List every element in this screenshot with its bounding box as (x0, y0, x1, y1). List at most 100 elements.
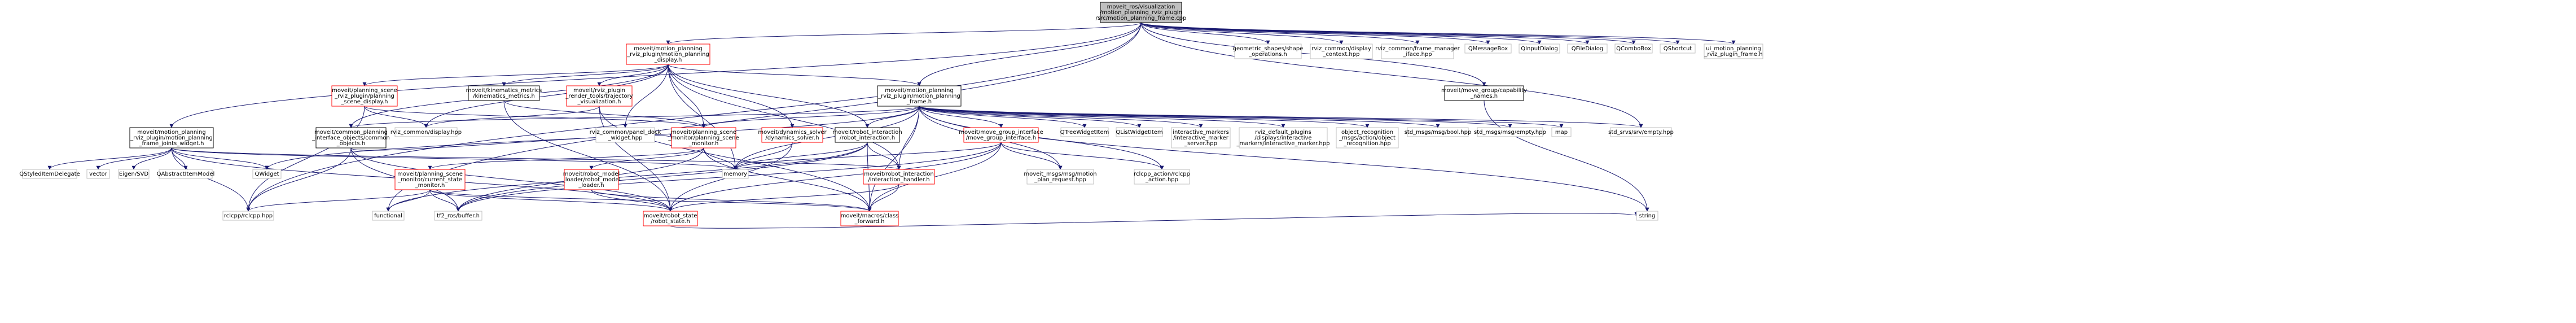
node-qstyleditemdelegate: QStyledItemDelegate (19, 169, 80, 179)
node-obj-tools[interactable]: moveit/common_planning_interface_objects… (311, 127, 390, 149)
node-class-forward[interactable]: moveit/macros/class_forward.h (840, 211, 899, 226)
node-robot-state[interactable]: moveit/robot_state/robot_state.h (643, 211, 698, 226)
node-label-line: Eigen/SVD (119, 171, 148, 177)
edge-dyn-solver-to-memory (733, 142, 793, 170)
node-label-line: _rviz_plugin/motion_planning (877, 93, 960, 99)
node-label-line: _interface_objects/common (311, 135, 390, 141)
node-label-line: _context.hpp (1323, 51, 1360, 58)
node-label-line: _rviz_plugin/motion_planning (130, 135, 213, 141)
node-label-line: rviz_common/display (1311, 46, 1371, 52)
edge-root-to-geom-shapes (1140, 22, 1270, 45)
edge-psm-to-class-forward (703, 147, 872, 212)
node-kin-metrics[interactable]: moveit/kinematics_metrics/kinematics_met… (466, 85, 542, 101)
node-box (372, 211, 405, 221)
edge-traj-vis-to-class-forward (599, 106, 872, 212)
node-label-line: QInputDialog (1521, 46, 1558, 52)
node-label-line: _markers/interactive_marker.hpp (1236, 141, 1330, 147)
edge-mp-frame-h-to-class-forward (867, 106, 920, 212)
node-csm[interactable]: moveit/planning_scene_monitor/current_st… (394, 169, 466, 190)
node-label-line: QComboBox (1616, 46, 1651, 52)
node-label-line: _frame_joints_widget.h (138, 141, 204, 147)
node-box (1381, 43, 1454, 59)
node-std-srvs: std_srvs/srv/empty.hpp (1608, 127, 1674, 137)
node-qtreewidgetitem: QTreeWidgetItem (1060, 127, 1109, 137)
node-qmessagebox: QMessageBox (1464, 43, 1512, 54)
edge-robot-int-to-tf2-buffer (456, 142, 868, 212)
node-label-line: moveit/motion_planning (137, 129, 205, 136)
node-mp-display[interactable]: moveit/motion_planning_rviz_plugin/motio… (626, 43, 710, 65)
node-interactive-markers: interactive_markers/interactive_marker_s… (1171, 127, 1231, 149)
node-label-line: _msgs/action/object (1339, 135, 1395, 141)
edge-mp-display-to-panel-dock (623, 64, 669, 128)
node-label-line: QFileDialog (1572, 46, 1603, 52)
node-box (840, 211, 899, 226)
node-rclcpp: rclcpp/rclcpp.hpp (222, 211, 274, 221)
node-label-line: QShortcut (1664, 46, 1692, 52)
node-move-group-iface[interactable]: moveit/move_group_interface/move_group_i… (959, 127, 1043, 143)
node-box (566, 85, 633, 107)
node-robot-int[interactable]: moveit/robot_interaction/robot_interacti… (832, 127, 902, 143)
edge-root-to-qcombobox (1140, 22, 1636, 45)
edge-mp-frame-h-to-move-group-iface (919, 106, 1003, 128)
node-box (626, 43, 710, 65)
node-string: string (1636, 211, 1658, 221)
node-label-line: interactive_markers (1173, 129, 1229, 136)
node-box (761, 127, 823, 143)
edge-psd-to-rviz-displayhpp (364, 106, 428, 128)
node-label-line: moveit/planning_scene (671, 129, 736, 136)
node-box (331, 85, 398, 107)
node-dyn-solver[interactable]: moveit/dynamics_solver/dynamics_solver.h (758, 127, 827, 143)
node-label-line: /robot_state.h (651, 219, 690, 225)
node-mp-frame-h[interactable]: moveit/motion_planning_rviz_plugin/motio… (877, 85, 962, 107)
node-root[interactable]: moveit_ros/visualization/motion_planning… (1096, 2, 1187, 23)
node-label-line: moveit/robot_interaction (832, 129, 902, 136)
node-rml[interactable]: moveit/robot_model_loader/robot_model_lo… (562, 169, 621, 190)
node-label-line: _frame.h (906, 99, 932, 105)
node-int-handler[interactable]: moveit/robot_interaction/interaction_han… (863, 169, 935, 185)
edge-mp-display-to-dyn-solver (668, 64, 795, 128)
edge-root-to-rclcpp (246, 22, 1142, 212)
node-label-line: _monitor.h (415, 182, 445, 189)
node-rviz-frame-mgr: rviz_common/frame_manager_iface.hpp (1375, 43, 1460, 59)
node-psd[interactable]: moveit/planning_scene_rviz_plugin/planni… (331, 85, 398, 107)
edge-psm-to-rml (589, 147, 704, 170)
edge-root-to-joints-widget (169, 22, 1142, 128)
node-label-line: /dynamics_solver.h (765, 135, 819, 141)
node-box (1704, 43, 1763, 59)
node-label-line: moveit/macros/class (841, 213, 899, 219)
node-box (1134, 169, 1190, 185)
edge-joints-widget-to-eigen-svd (131, 147, 172, 170)
edge-rml-to-robot-state (591, 189, 673, 212)
node-box (643, 211, 698, 226)
node-psm[interactable]: moveit/planning_scene_monitor/planning_s… (668, 127, 739, 149)
node-label-line: moveit/planning_scene (397, 171, 463, 177)
node-label-line: /motion_planning_rviz_plugin (1100, 10, 1182, 16)
node-traj-vis[interactable]: moveit/rviz_plugin_render_tools/trajecto… (565, 85, 633, 107)
node-box (86, 169, 110, 179)
node-label-line: std_msgs/msg/bool.hpp (1405, 129, 1472, 136)
node-rviz-default-plugins: rviz_default_plugins/displays/interactiv… (1236, 127, 1330, 149)
node-box (1464, 43, 1512, 54)
edge-root-to-rviz-frame-mgr (1140, 22, 1420, 45)
edge-joints-widget-to-qwidget (171, 147, 269, 170)
edge-mp-frame-h-to-qlistwidgetitem (919, 106, 1142, 128)
node-label-line: _rviz_plugin/planning (334, 93, 394, 99)
node-box (1026, 169, 1094, 185)
edge-root-to-mp-frame-h (917, 22, 1142, 86)
edge-csm-to-functional (386, 189, 431, 212)
node-capability-names[interactable]: moveit/move_group/capability_names.h (1441, 85, 1527, 101)
edge-robot-int-to-functional (386, 142, 868, 212)
node-joints-widget[interactable]: moveit/motion_planning_rviz_plugin/motio… (129, 127, 214, 149)
edge-obj-tools-to-rclcpp (246, 147, 352, 212)
node-label-line: /robot_interaction.h (840, 135, 895, 141)
edge-root-to-qinputdialog (1140, 22, 1542, 45)
edge-mp-frame-h-to-psm (701, 106, 920, 128)
node-box (835, 127, 900, 143)
node-box (1610, 127, 1672, 137)
edge-robot-state-to-string (670, 212, 1638, 229)
node-qfiledialog: QFileDialog (1567, 43, 1608, 54)
node-label-line: /displays/interactive (1254, 135, 1311, 141)
edge-mp-frame-h-to-int-handler (897, 106, 920, 170)
edge-kin-metrics-to-robot-state (503, 100, 673, 212)
node-box (1239, 127, 1328, 149)
